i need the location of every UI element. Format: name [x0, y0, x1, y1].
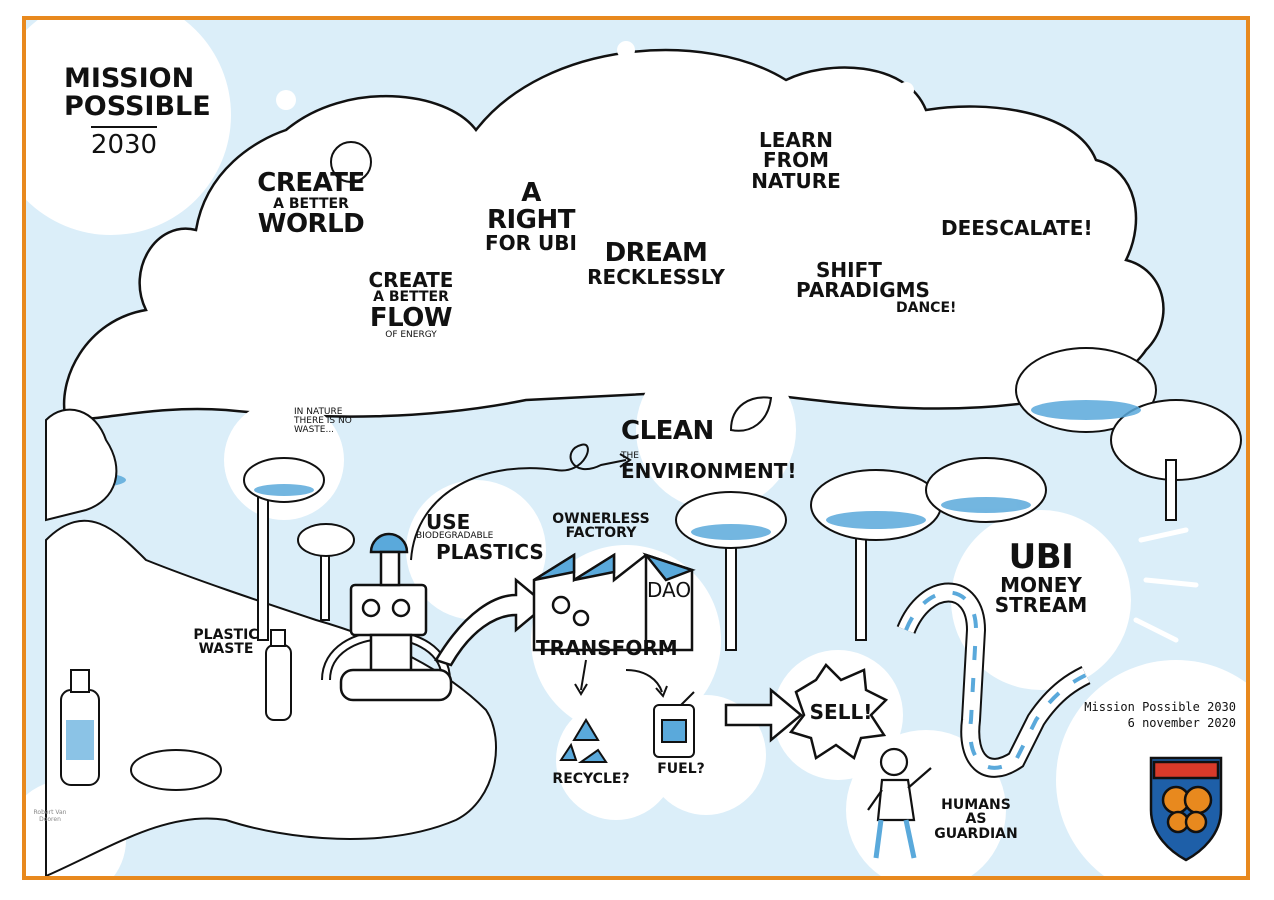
label-learn: Learn from nature: [751, 128, 841, 193]
label-plastic-waste: Plastic waste: [193, 627, 259, 658]
caption-title: Mission Possible 2030: [1084, 700, 1236, 714]
label-recycle: Recycle?: [552, 771, 630, 787]
label-transform: Transform: [536, 636, 678, 660]
label-shift: Shift Paradigms dance!: [796, 258, 957, 316]
title-line1: Mission: [64, 63, 195, 94]
label-dream: Dream Recklessly: [587, 238, 725, 289]
bubble-dream: [582, 198, 726, 342]
bubble-create-flow: [349, 243, 473, 367]
artist-signature: Robert Van Dooren: [33, 809, 67, 823]
poster-frame: Mission Possible 2030 Create a better wo…: [22, 16, 1250, 880]
poster-title: Mission Possible 2030: [64, 63, 211, 159]
bubble-clean: [636, 350, 796, 510]
label-factory: Ownerless factory: [552, 511, 650, 542]
label-clean: Clean the environment!: [621, 416, 797, 483]
nature-badge: [1149, 756, 1223, 862]
title-year: 2030: [90, 126, 158, 159]
label-use-plastics: Use biodegradable plastics: [416, 510, 544, 564]
bubble-right-ubi: [469, 143, 593, 267]
caption-date: 6 november 2020: [1127, 715, 1236, 730]
label-deescalate: Deescalate!: [941, 216, 1093, 240]
factory-drawing: [532, 552, 696, 652]
label-create-flow: Create a better flow of energy: [368, 268, 454, 341]
title-line2: Possible: [64, 90, 211, 122]
label-create-world: Create a better world: [257, 168, 365, 239]
caption: Mission Possible 2030 6 november 2020: [1046, 700, 1236, 731]
guardian-person: [867, 747, 932, 859]
label-sell: Sell!: [809, 700, 873, 724]
bubble-learn: [731, 105, 861, 235]
label-fuel: Fuel?: [657, 761, 705, 777]
label-right-ubi: A Right for UBI: [485, 178, 577, 256]
bubble-shift: [811, 245, 941, 375]
label-ubi: UBI Money stream: [994, 537, 1088, 618]
nature-note: In nature there is no waste...: [294, 407, 352, 436]
badge-text: NATURE 2.0: [1137, 748, 1191, 757]
label-humans: Humans as Guardian: [934, 797, 1018, 842]
bubble-deescalate: [938, 152, 1094, 308]
bubble-ubi: [951, 510, 1131, 690]
sell-starburst: [788, 663, 889, 761]
label-dao: DAO: [646, 578, 692, 602]
leaf-icon: [729, 396, 773, 432]
arrow-to-sell: [724, 687, 803, 743]
globe-icon: [330, 141, 372, 183]
